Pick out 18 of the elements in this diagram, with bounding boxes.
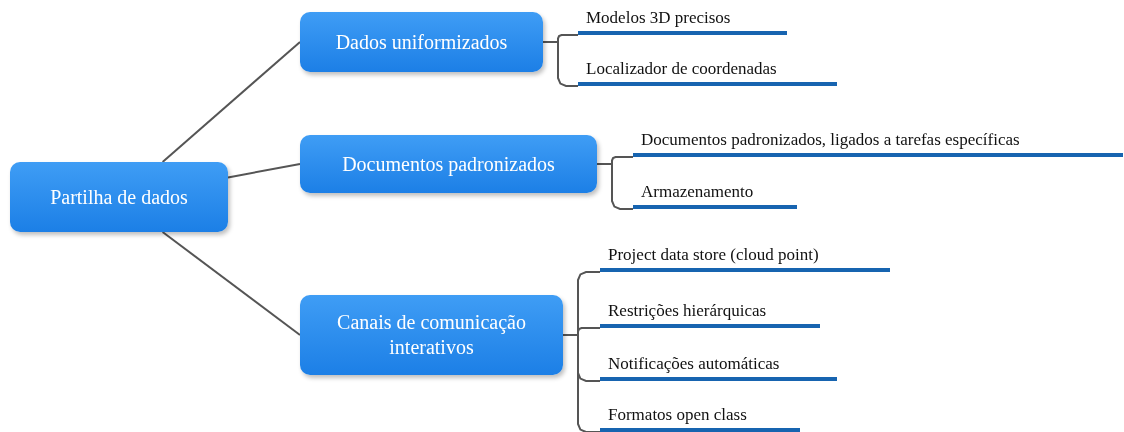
connector-line <box>596 163 634 210</box>
topic-box: Dados uniformizados <box>300 12 543 72</box>
subtopic-text: Notificações automáticas <box>600 353 837 381</box>
topic-box: Canais de comunicação interativos <box>300 295 563 375</box>
subtopic-text: Localizador de coordenadas <box>578 58 837 86</box>
subtopic-text: Modelos 3D precisos <box>578 7 787 35</box>
connector-line <box>161 231 301 336</box>
subtopic-text: Restrições hierárquicas <box>600 300 820 328</box>
subtopic-text: Armazenamento <box>633 181 797 209</box>
topic-box: Partilha de dados <box>10 162 228 232</box>
connector-line <box>227 163 301 179</box>
topic-box: Documentos padronizados <box>300 135 597 193</box>
subtopic-text: Documentos padronizados, ligados a tarefas específicas <box>633 129 1123 157</box>
subtopic-text: Project data store (cloud point) <box>600 244 890 272</box>
connector-line <box>562 334 601 432</box>
connector-line <box>542 41 579 87</box>
connector-line <box>161 41 301 163</box>
subtopic-text: Formatos open class <box>600 404 800 432</box>
